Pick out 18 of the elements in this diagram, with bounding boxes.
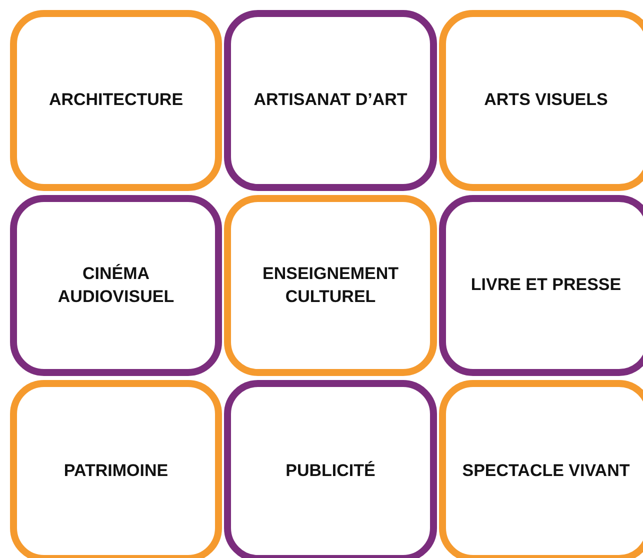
category-box — [439, 10, 643, 191]
category-label: CINÉMA AUDIOVISUEL — [56, 262, 176, 308]
category-label: SPECTACLE VIVANT — [462, 460, 630, 482]
category-label: ARTISANAT D’ART — [254, 89, 408, 112]
category-box — [10, 195, 222, 376]
category-box — [224, 195, 437, 376]
category-box — [439, 380, 643, 558]
category-box — [10, 380, 222, 558]
category-box — [10, 10, 222, 191]
category-label: LIVRE ET PRESSE — [470, 274, 622, 296]
category-label: ARTS VISUELS — [484, 89, 608, 112]
category-box — [224, 10, 437, 191]
category-box — [224, 380, 437, 558]
category-label: ENSEIGNEMENT CULTUREL — [261, 262, 400, 308]
category-box — [439, 195, 643, 376]
category-label: PUBLICITÉ — [286, 460, 376, 482]
category-label: ARCHITECTURE — [48, 89, 184, 112]
category-label: PATRIMOINE — [64, 460, 168, 482]
